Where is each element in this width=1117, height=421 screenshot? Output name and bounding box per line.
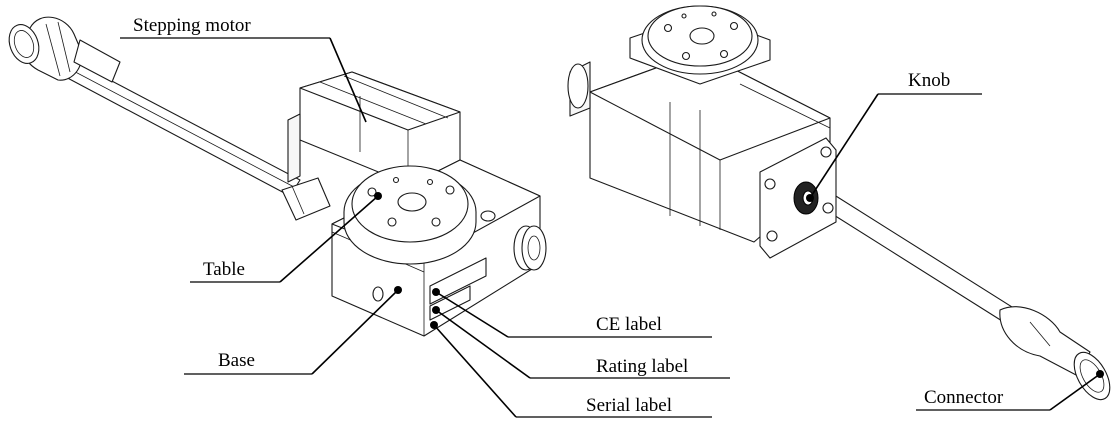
connector-leader [1049,373,1101,411]
left-connector [8,16,121,83]
label-serial: Serial label [586,395,672,416]
label-table: Table [203,259,245,280]
label-rating: Rating label [596,356,688,377]
serial-label-leader [433,324,517,418]
table-pointer-dot [374,192,382,200]
serial-label-pointer-dot [430,321,438,329]
right-rotary-table [629,5,771,85]
knob-pointer-dot [806,194,814,202]
right-stage-illustration [567,5,1111,401]
left-rotary-table [343,165,477,265]
right-cable [809,185,1021,327]
base-pointer-dot [394,286,402,294]
left-cable-relief [281,177,331,221]
right-connector [999,306,1111,401]
left-stage-illustration [8,16,547,337]
left-cable [59,57,301,197]
callout-labels: Stepping motor Table Base CE label Ratin… [133,15,1004,416]
rating-label-pointer-dot [432,306,440,314]
connector-pointer-dot [1096,370,1104,378]
left-motor-body [287,71,461,185]
knob-leader [809,93,879,199]
label-stepping-motor: Stepping motor [133,15,251,36]
rating-label-leader [435,309,531,379]
label-ce: CE label [596,314,662,335]
base-leader [311,289,399,375]
callout-lines [120,37,1104,418]
left-knob [513,225,547,271]
label-connector: Connector [924,387,1004,408]
label-base: Base [218,350,255,371]
stepping-motor-leader [329,37,367,123]
ce-label-pointer-dot [432,288,440,296]
label-knob: Knob [908,70,950,91]
ce-label-leader [435,291,509,338]
table-leader [279,195,379,283]
